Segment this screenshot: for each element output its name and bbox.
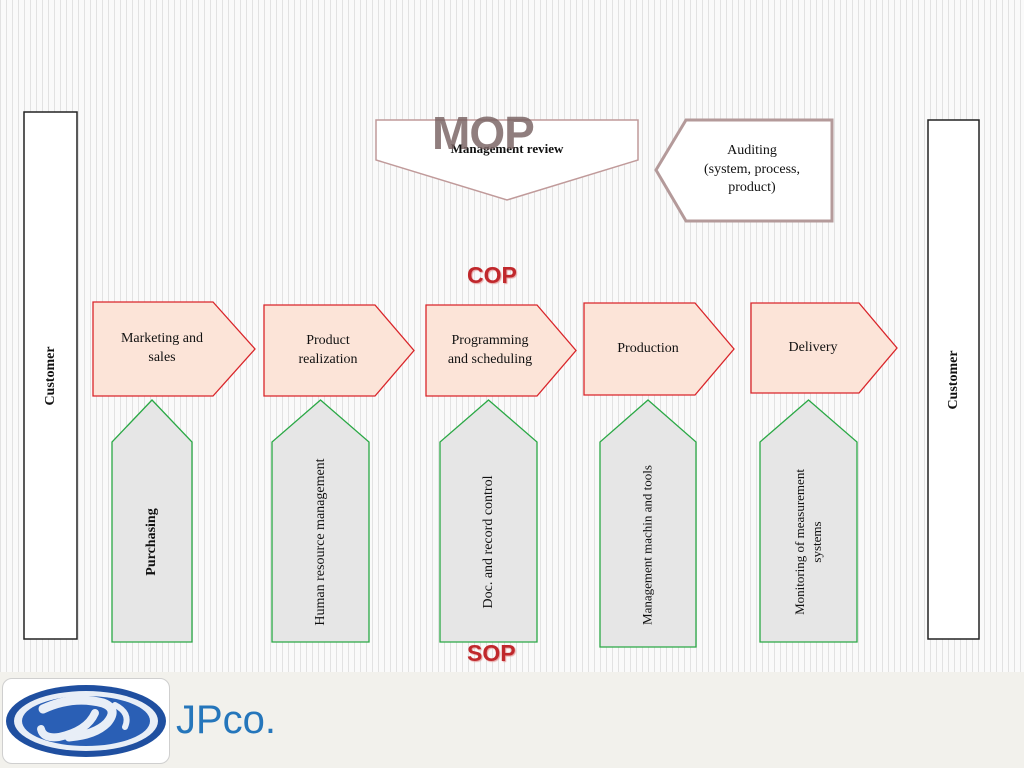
auditing-shape (654, 118, 834, 223)
customer-left-box (23, 111, 78, 640)
support-process-label: Purchasing (143, 508, 159, 576)
support-process-label: Management machin and tools (639, 464, 655, 625)
support-process-arrow (439, 399, 538, 643)
customer-right-label: Customer (945, 349, 961, 410)
brand-name: JPco. (176, 698, 277, 742)
logo-mark-icon (6, 685, 166, 757)
core-process-arrow (750, 302, 898, 394)
management-review-label: Management review (450, 141, 564, 156)
support-process-label-box: Doc. and record control (440, 442, 537, 642)
core-process-label: Production (617, 340, 679, 356)
support-process-label-box: Management machin and tools (600, 442, 696, 647)
customer-right-label-box: Customer (928, 120, 979, 639)
support-process-label: Human resource management (312, 458, 328, 626)
process-diagram-canvas (23, 111, 980, 648)
support-process-arrow (271, 399, 370, 643)
customer-left-label: Customer (42, 345, 58, 406)
support-process-arrow (759, 399, 858, 643)
company-logo (2, 678, 170, 764)
customer-left-label-box: Customer (24, 112, 77, 639)
support-process-label-box: Monitoring of measurement systems (760, 442, 857, 642)
footer-bar: JPco. (0, 672, 1024, 768)
core-process-label: Delivery (788, 339, 838, 355)
core-process-arrow (263, 304, 415, 397)
support-process-label-box: Purchasing (112, 442, 192, 642)
management-review-shape (375, 119, 639, 201)
support-process-arrow (111, 399, 193, 643)
support-process-label: Monitoring of measurement systems (791, 469, 824, 615)
support-process-label-box: Human resource management (272, 442, 369, 642)
customer-right-box (927, 119, 980, 640)
core-process-arrow (425, 304, 577, 397)
core-process-arrow (583, 302, 735, 396)
support-process-arrow (599, 399, 697, 648)
support-process-label: Doc. and record control (480, 475, 496, 609)
mop-label: MOP (432, 107, 535, 159)
auditing-label: Auditing (system, process, product) (703, 142, 801, 196)
sop-label: SOP (467, 640, 516, 666)
core-process-arrow (92, 301, 256, 397)
cop-label: COP (467, 262, 517, 288)
